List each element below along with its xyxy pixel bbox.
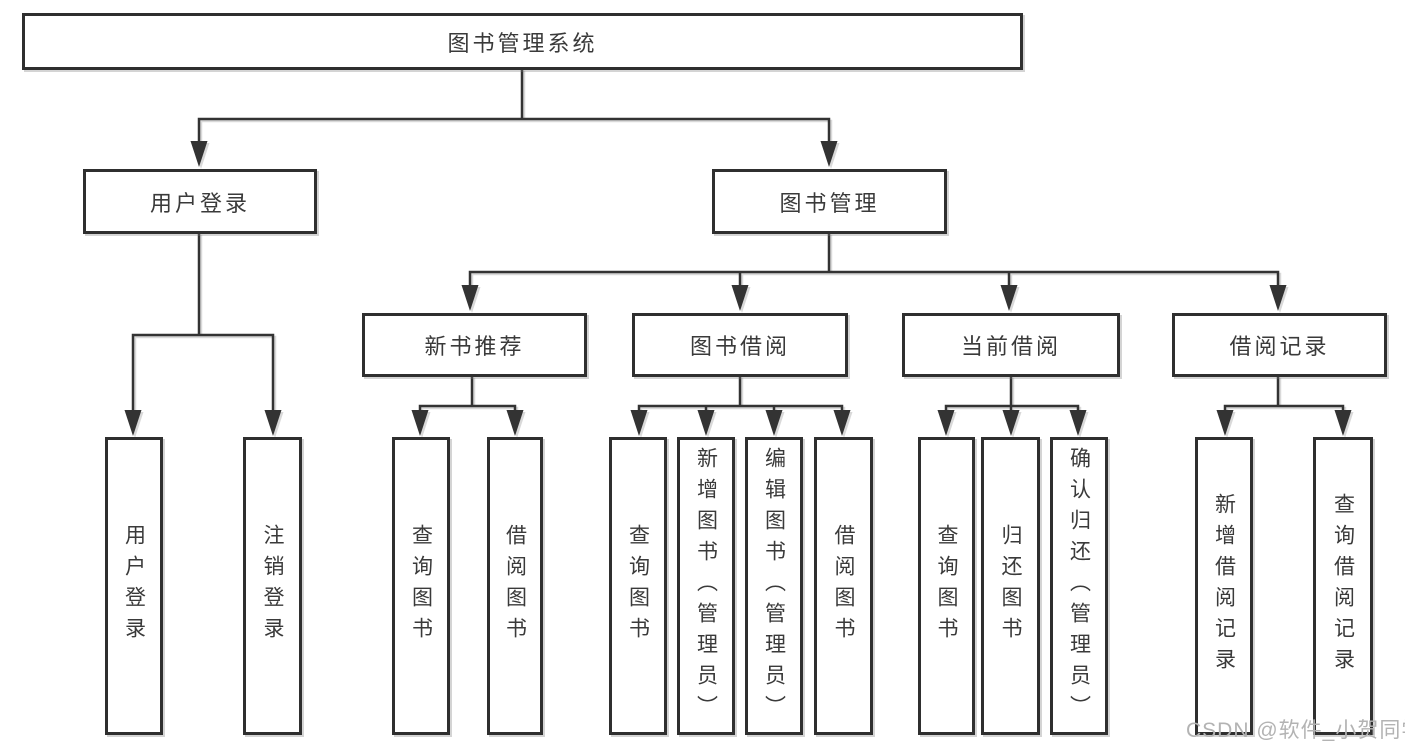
node-new-book-recommend-label: 新书推荐 (424, 334, 525, 359)
leaf-add-book-admin-label: 新增图书（管理员） (694, 446, 718, 726)
leaf-query-borrow-record-label: 查询借阅记录 (1331, 493, 1355, 679)
node-new-book-recommend: 新书推荐 (362, 313, 587, 377)
node-book-borrow-label: 图书借阅 (689, 334, 790, 359)
watermark: CSDN @软件_小贺同学 (1186, 719, 1405, 742)
arrow-down-icon (264, 410, 282, 436)
node-current-borrow: 当前借阅 (902, 313, 1120, 377)
leaf-query-borrow-record: 查询借阅记录 (1313, 437, 1373, 735)
arrow-down-icon (697, 410, 715, 436)
arrowhead-icons (124, 141, 1352, 436)
leaf-user-login-label: 用户登录 (122, 524, 146, 648)
leaf-add-book-admin: 新增图书（管理员） (677, 437, 735, 735)
leaf-edit-book-admin-label: 编辑图书（管理员） (762, 446, 786, 726)
leaf-logout: 注销登录 (243, 437, 302, 735)
leaf-confirm-return-admin-label: 确认归还（管理员） (1067, 446, 1091, 726)
leaf-borrow-book-label: 借阅图书 (832, 524, 855, 648)
arrow-down-icon (124, 410, 142, 436)
arrow-down-icon (506, 410, 524, 436)
arrow-down-icon (937, 410, 955, 436)
arrow-down-icon (833, 410, 851, 436)
node-borrow-record: 借阅记录 (1172, 313, 1387, 377)
leaf-query-book-borrow-label: 查询图书 (626, 524, 650, 648)
leaf-add-borrow-record-label: 新增借阅记录 (1212, 493, 1236, 679)
leaf-return-book-label: 归还图书 (999, 524, 1022, 648)
node-user-login-label: 用户登录 (149, 190, 250, 216)
tree-edges (131, 68, 1345, 414)
leaf-return-book: 归还图书 (981, 437, 1040, 735)
arrow-down-icon (1269, 285, 1287, 311)
node-book-borrow: 图书借阅 (632, 313, 848, 377)
node-borrow-record-label: 借阅记录 (1229, 334, 1330, 359)
arrow-down-icon (820, 141, 838, 167)
leaf-borrow-book-recommend-label: 借阅图书 (503, 524, 527, 648)
arrow-down-icon (1002, 410, 1020, 436)
node-book-management: 图书管理 (712, 169, 947, 234)
node-root-system: 图书管理系统 (22, 13, 1023, 70)
leaf-query-book-borrow: 查询图书 (609, 437, 667, 735)
leaf-borrow-book-recommend: 借阅图书 (487, 437, 543, 735)
arrow-down-icon (765, 410, 783, 436)
arrow-down-icon (630, 410, 648, 436)
node-user-login: 用户登录 (83, 169, 317, 234)
arrow-down-icon (1000, 285, 1018, 311)
leaf-logout-label: 注销登录 (261, 524, 284, 648)
arrow-down-icon (1216, 410, 1234, 436)
arrow-down-icon (190, 141, 208, 167)
leaf-user-login: 用户登录 (105, 437, 163, 735)
leaf-query-book-recommend-label: 查询图书 (409, 524, 433, 648)
leaf-borrow-book: 借阅图书 (814, 437, 873, 735)
leaf-query-book-current: 查询图书 (918, 437, 975, 735)
leaf-confirm-return-admin: 确认归还（管理员） (1050, 437, 1108, 735)
arrow-down-icon (731, 285, 749, 311)
node-current-borrow-label: 当前借阅 (960, 334, 1061, 359)
arrow-down-icon (461, 285, 479, 311)
leaf-add-borrow-record: 新增借阅记录 (1195, 437, 1253, 735)
leaf-edit-book-admin: 编辑图书（管理员） (745, 437, 803, 735)
leaf-query-book-current-label: 查询图书 (935, 524, 958, 648)
node-book-management-label: 图书管理 (779, 190, 880, 216)
node-root-system-label: 图书管理系统 (447, 30, 598, 56)
leaf-query-book-recommend: 查询图书 (392, 437, 450, 735)
arrow-down-icon (411, 410, 429, 436)
arrow-down-icon (1069, 410, 1087, 436)
arrow-down-icon (1334, 410, 1352, 436)
